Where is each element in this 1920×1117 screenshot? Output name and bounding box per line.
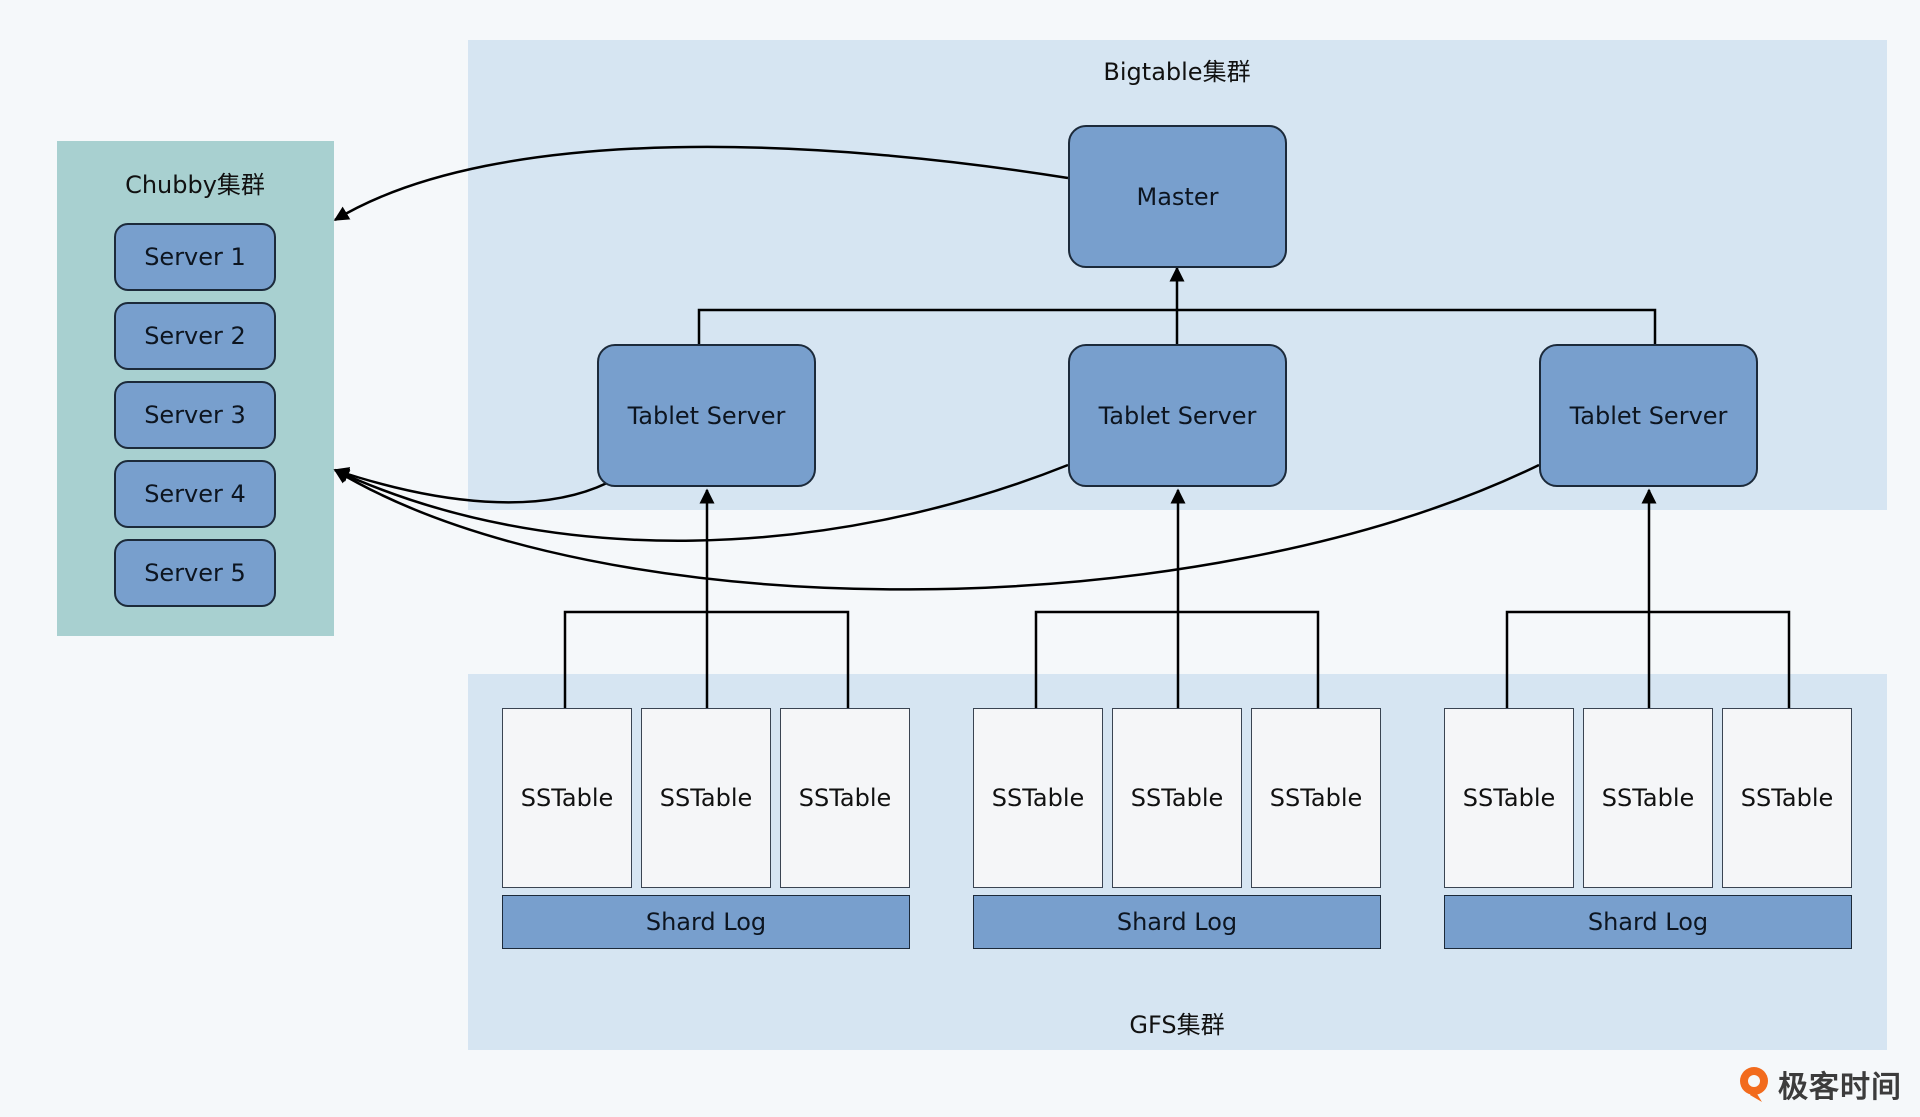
sstable-8: SSTable (1583, 708, 1713, 888)
gfs-cluster-label: GFS集群 (1129, 1011, 1225, 1039)
sstable-5: SSTable (1112, 708, 1242, 888)
master-node: Master (1068, 125, 1287, 268)
chubby-server-3: Server 3 (114, 381, 276, 449)
sstable-3: SSTable (780, 708, 910, 888)
tablet-server-1: Tablet Server (597, 344, 816, 487)
master-to-chubby-arrow (333, 145, 1069, 222)
geektime-watermark-text: 极客时间 (1778, 1070, 1902, 1105)
chubby-server-2: Server 2 (114, 302, 276, 370)
geektime-watermark: 极客时间 (1736, 1062, 1902, 1106)
shard-log-2: Shard Log (973, 895, 1381, 949)
geektime-logo-icon (1740, 1067, 1768, 1102)
chubby-server-5: Server 5 (114, 539, 276, 607)
sstable-9: SSTable (1722, 708, 1852, 888)
tablet1-to-chubby-arrow (333, 467, 608, 504)
shard-log-3: Shard Log (1444, 895, 1852, 949)
chubby-cluster-label: Chubby集群 (125, 171, 265, 199)
sstable-6: SSTable (1251, 708, 1381, 888)
shard-log-1: Shard Log (502, 895, 910, 949)
tablet3-to-chubby-arrow (333, 463, 1540, 591)
chubby-server-1: Server 1 (114, 223, 276, 291)
sstable-2: SSTable (641, 708, 771, 888)
sstable-7: SSTable (1444, 708, 1574, 888)
tablet-server-3: Tablet Server (1539, 344, 1758, 487)
sstable-4: SSTable (973, 708, 1103, 888)
tablet2-to-chubby-arrow (333, 463, 1069, 542)
sstable-1: SSTable (502, 708, 632, 888)
chubby-server-4: Server 4 (114, 460, 276, 528)
bigtable-cluster-label: Bigtable集群 (1103, 58, 1251, 86)
tablet-server-2: Tablet Server (1068, 344, 1287, 487)
